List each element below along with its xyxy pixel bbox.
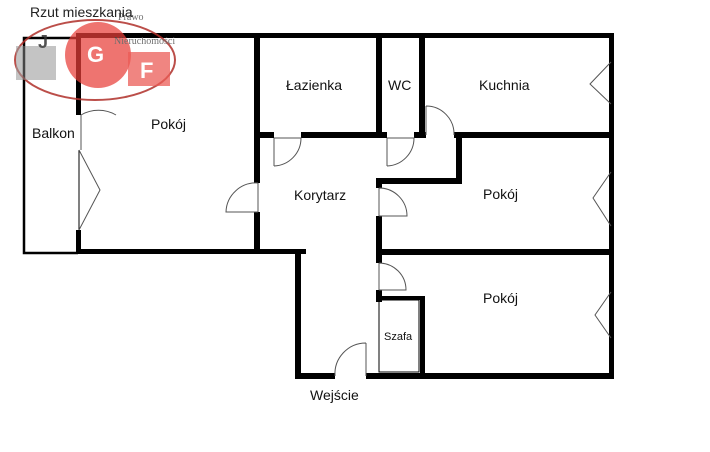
wall-mid-left-a bbox=[376, 178, 382, 188]
room-label-lazienka: Łazienka bbox=[286, 77, 342, 93]
wall-kitchen-bottom bbox=[454, 132, 614, 138]
wall-left-room-right bbox=[254, 33, 260, 183]
balcony bbox=[22, 36, 78, 255]
wall-szafa-top bbox=[376, 296, 424, 300]
wall-mid-left-b bbox=[376, 216, 382, 263]
logo-tagline-bottom: Nieruchomości bbox=[114, 36, 175, 47]
room-label-pokoj-bottom: Pokój bbox=[483, 290, 518, 306]
wall-bath-bottom-b bbox=[301, 132, 387, 138]
label-wejscie: Wejście bbox=[310, 387, 359, 403]
balcony-outline bbox=[22, 36, 78, 255]
wall-corridor-left bbox=[295, 249, 301, 379]
logo-tagline-top: Prawo bbox=[118, 12, 144, 23]
door-mid-room bbox=[378, 187, 408, 217]
doors bbox=[80, 105, 455, 377]
wall-bottom-b bbox=[366, 373, 614, 379]
window-bottom-room-swing bbox=[594, 291, 612, 339]
door-entrance bbox=[334, 342, 367, 377]
logo-letter-g: G bbox=[87, 42, 104, 67]
room-label-balkon: Balkon bbox=[32, 125, 75, 141]
room-label-szafa: Szafa bbox=[384, 331, 413, 343]
door-bathroom bbox=[273, 137, 302, 167]
door-kitchen bbox=[425, 105, 455, 136]
wall-szafa-right bbox=[420, 296, 425, 379]
company-logo: J G F Prawo Nieruchomości bbox=[14, 12, 176, 101]
wall-bottom-a bbox=[295, 373, 335, 379]
logo-letter-f: F bbox=[140, 58, 153, 83]
window-balcony-swing bbox=[78, 149, 101, 231]
room-label-pokoj-mid: Pokój bbox=[483, 186, 518, 202]
door-bottom-room bbox=[378, 262, 407, 291]
wall-mid-bottom bbox=[376, 249, 614, 255]
wall-left-lower bbox=[76, 230, 81, 254]
wall-left-room-bottom bbox=[76, 249, 306, 254]
wall-bath-bottom-a bbox=[254, 132, 274, 138]
wall-wc-kitchen bbox=[419, 33, 425, 138]
door-left-room bbox=[225, 182, 259, 213]
window-mid-room-swing bbox=[592, 171, 612, 227]
wall-bath-wc bbox=[376, 33, 382, 138]
wall-top bbox=[76, 33, 614, 38]
logo-circle-g bbox=[65, 22, 131, 88]
logo-block-j bbox=[16, 46, 56, 80]
room-label-pokoj-left: Pokój bbox=[151, 116, 186, 132]
room-label-wc: WC bbox=[388, 77, 411, 93]
room-label-korytarz: Korytarz bbox=[294, 187, 346, 203]
logo-block-f bbox=[128, 52, 170, 86]
window-kitchen-swing bbox=[589, 61, 612, 105]
door-wc bbox=[386, 137, 415, 167]
windows bbox=[78, 60, 612, 340]
wall-mid-room-top bbox=[376, 178, 462, 184]
wall-mid-room-left-top bbox=[456, 132, 462, 184]
wall-left-room-right-lower bbox=[254, 212, 260, 254]
plan-title: Rzut mieszkania bbox=[30, 4, 133, 20]
room-label-kuchnia: Kuchnia bbox=[479, 77, 530, 93]
szafa-box bbox=[378, 299, 420, 373]
logo-outer-ring bbox=[14, 19, 176, 101]
door-balcony bbox=[80, 109, 117, 150]
logo-letter-j: J bbox=[38, 32, 48, 52]
